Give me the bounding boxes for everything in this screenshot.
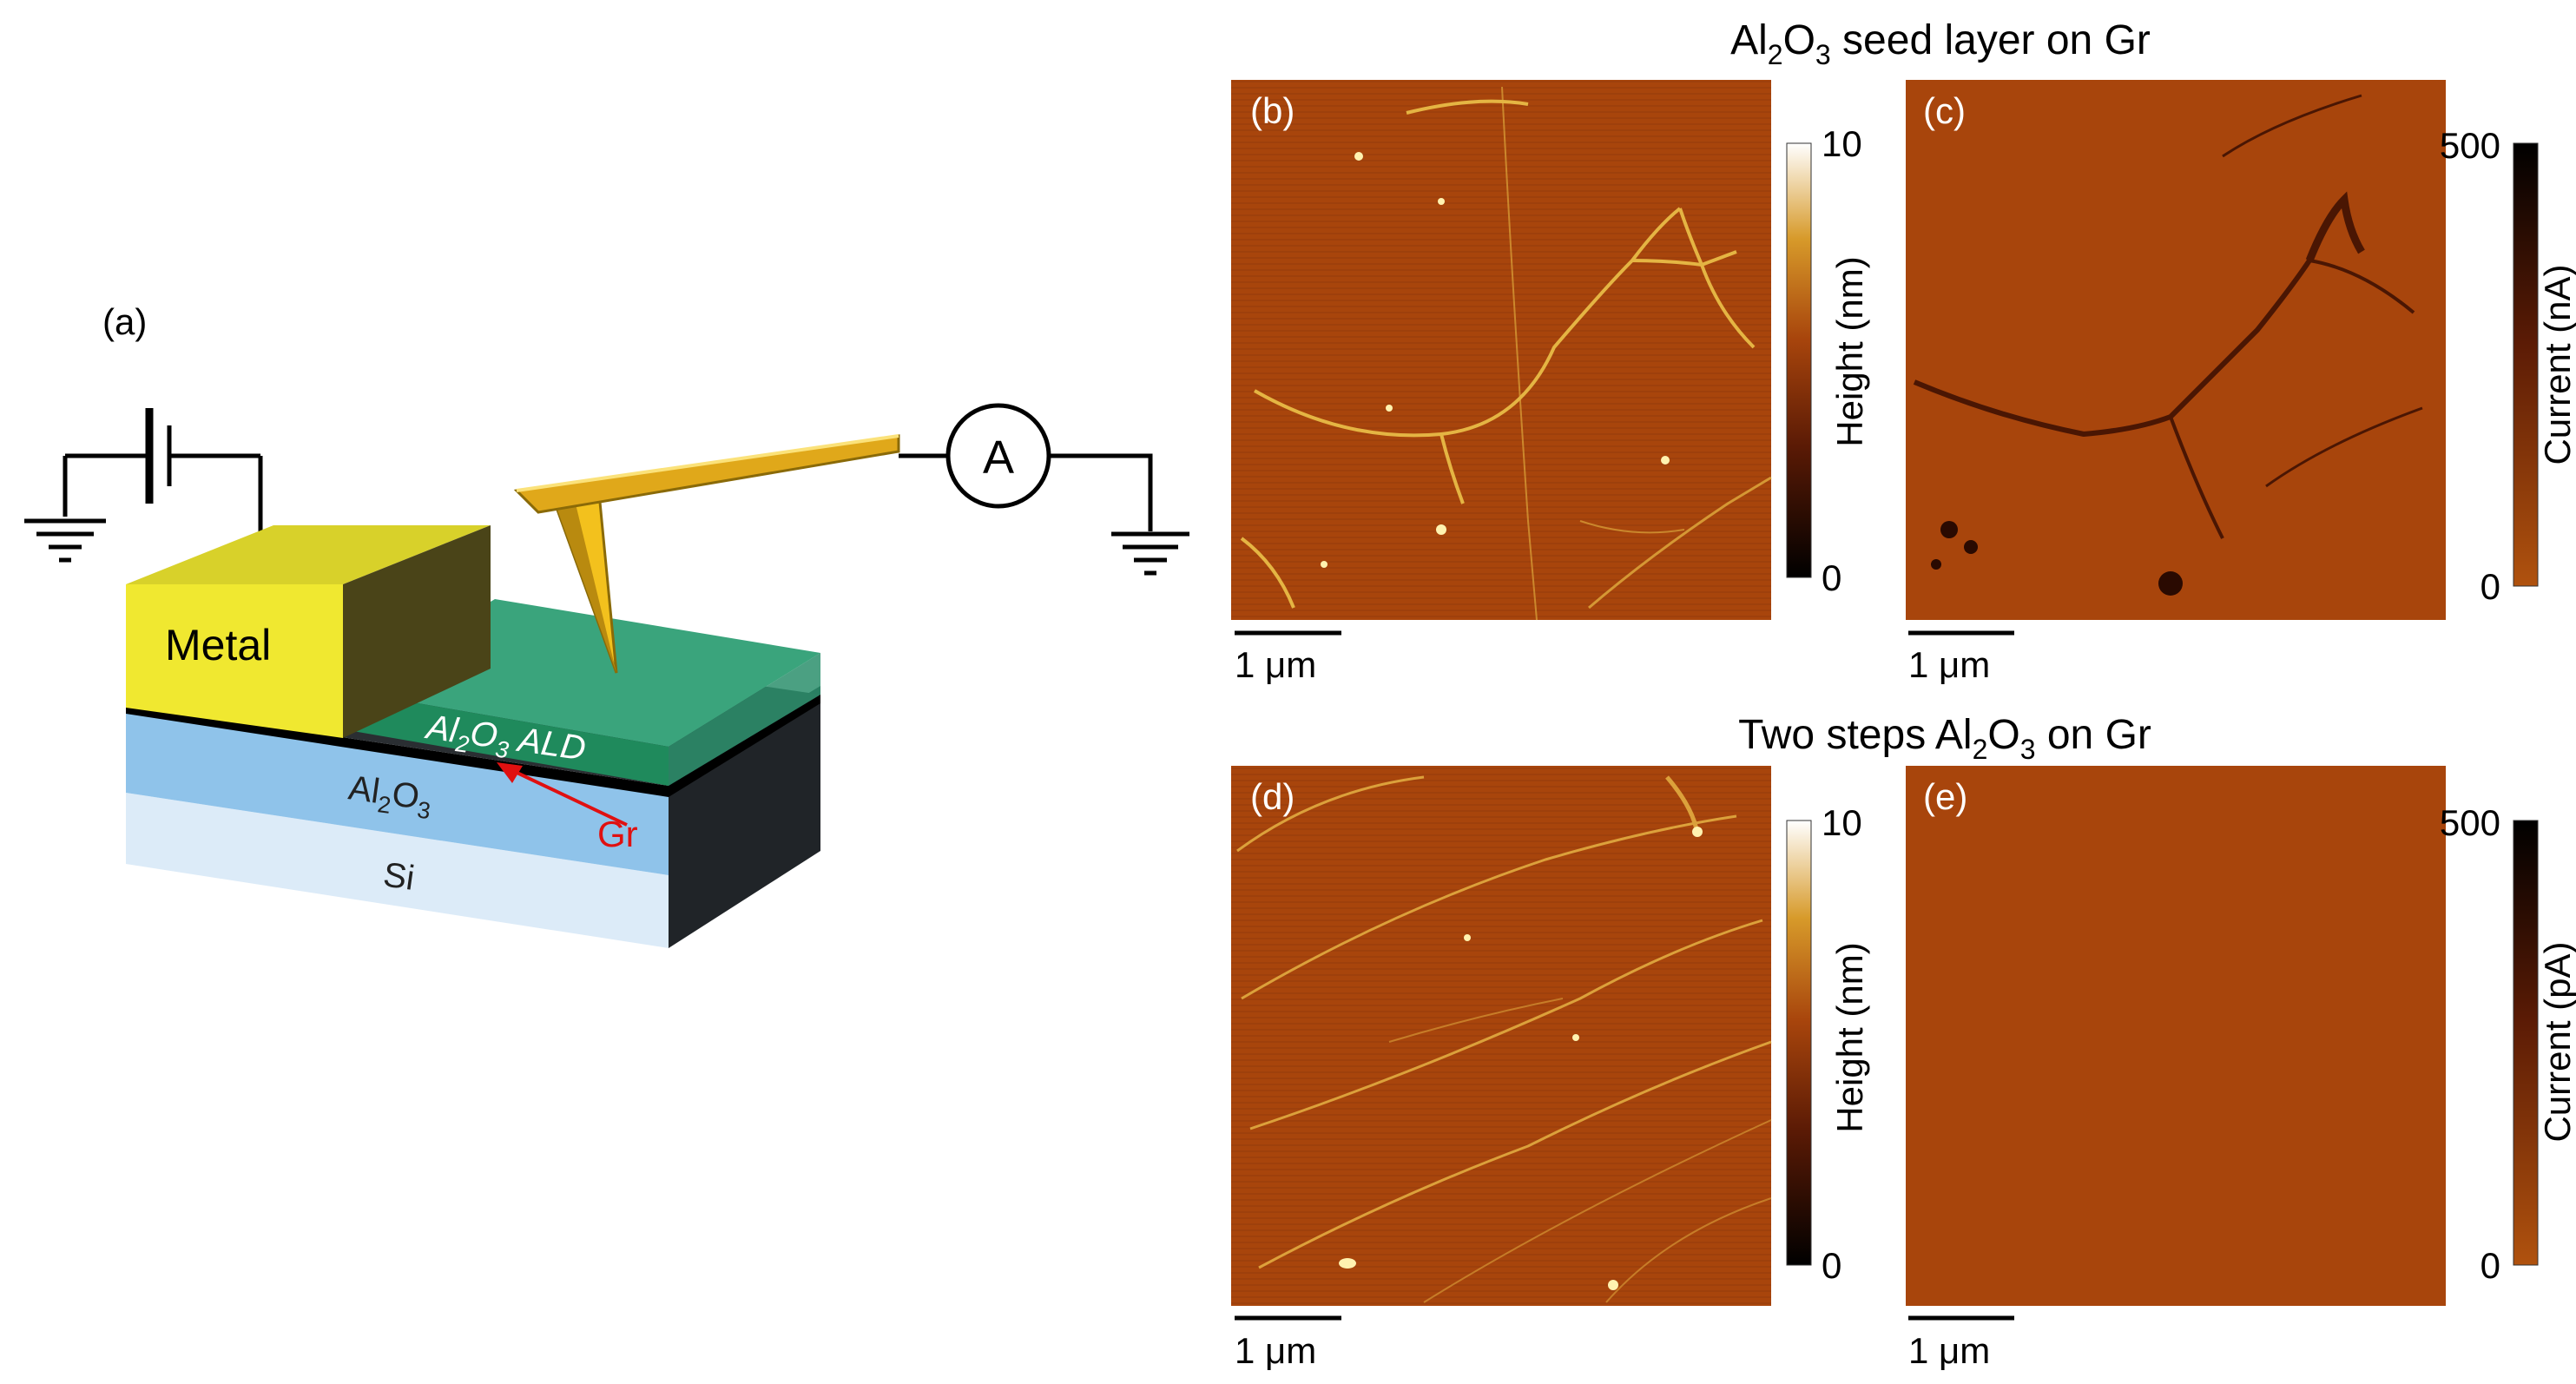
height-colorbar-max: 10: [1822, 123, 1862, 164]
ald-label: Al2O3 ALD: [422, 708, 589, 774]
voltage-source-icon: [63, 408, 263, 537]
ammeter-label: A: [983, 432, 1014, 484]
height-colorbar-min: 0: [1822, 557, 1841, 598]
ald-front-face: [343, 690, 669, 786]
current-colorbar: [2513, 142, 2539, 587]
height-colorbar-max: 10: [1822, 802, 1862, 843]
current-colorbar: [2513, 820, 2539, 1266]
row-two-steps: Two steps Al2O3 on Gr (d) 10: [1231, 712, 2576, 1371]
afm-height-map: (d): [1231, 766, 1772, 1306]
row-title: Al2O3 seed layer on Gr: [1730, 17, 2151, 70]
current-colorbar-max: 500: [2440, 125, 2500, 166]
metal-right-face: [343, 525, 491, 738]
afm-current-map: (c): [1906, 80, 2446, 620]
afm-height-map: (b): [1231, 80, 1772, 621]
afm-current-map: (e): [1906, 766, 2446, 1306]
metal-front-face: [126, 584, 343, 738]
scalebar-c-label: 1 μm: [1908, 644, 1990, 685]
si-label: Si: [381, 855, 417, 898]
cantilever-edge: [516, 434, 899, 492]
height-colorbar: [1786, 820, 1812, 1266]
metal-top-face: [126, 525, 491, 584]
height-colorbar-min: 0: [1822, 1245, 1841, 1286]
afm-tip-shade: [551, 493, 616, 673]
ground-right-icon: [1111, 531, 1189, 576]
panel-b-label: (b): [1250, 90, 1295, 131]
row-seed-layer: Al2O3 seed layer on Gr (b): [1231, 17, 2576, 685]
panel-d-label: (d): [1250, 776, 1295, 817]
ground-left-icon: [24, 518, 106, 563]
current-colorbar-label: Current (nA): [2537, 264, 2576, 465]
current-colorbar-min: 0: [2480, 566, 2500, 607]
metal-label: Metal: [165, 621, 271, 669]
ald-right-face: [669, 653, 820, 786]
ammeter-icon: A: [899, 403, 1153, 531]
current-colorbar-max: 500: [2440, 802, 2500, 843]
gr-arrow: [507, 767, 628, 827]
panel-a-schematic: (a) Metal: [24, 301, 1189, 948]
gr-arrowhead-icon: [497, 762, 523, 783]
oxide-label: Al2O3: [346, 768, 435, 824]
panel-e-label: (e): [1923, 776, 1967, 817]
panel-a-label: (a): [102, 301, 147, 342]
oxide-layer-front: [126, 712, 669, 875]
si-layer-right-face: [669, 686, 820, 948]
scalebar-d-label: 1 μm: [1235, 1330, 1316, 1371]
current-colorbar-label: Current (pA): [2537, 941, 2576, 1142]
panel-c-label: (c): [1923, 90, 1966, 131]
row-title: Two steps Al2O3 on Gr: [1738, 712, 2151, 765]
gr-label: Gr: [597, 814, 638, 854]
cantilever-icon: [513, 434, 900, 514]
height-colorbar-label: Height (nm): [1829, 256, 1870, 446]
height-colorbar-label: Height (nm): [1829, 942, 1870, 1132]
current-colorbar-min: 0: [2480, 1245, 2500, 1286]
si-layer-front: [126, 793, 669, 948]
scalebar-b-label: 1 μm: [1235, 644, 1316, 685]
scalebar-e-label: 1 μm: [1908, 1330, 1990, 1371]
height-colorbar: [1786, 142, 1812, 578]
